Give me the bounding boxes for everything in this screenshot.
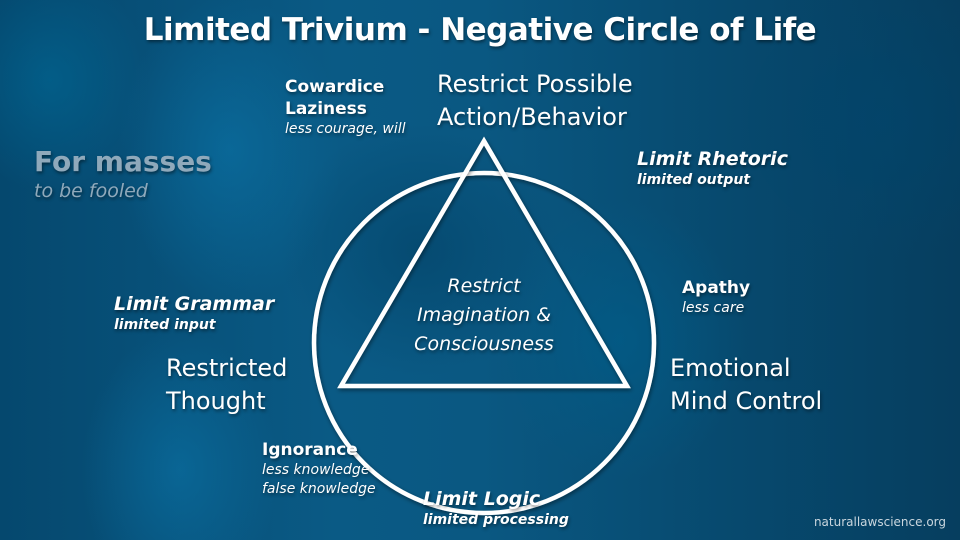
grammar-group: Limit Grammar limited input [114, 292, 274, 335]
right-vice-group: Apathy less care [682, 277, 750, 318]
center-line-2: Imagination & [416, 304, 552, 326]
vice-note-false-knowledge: false knowledge [262, 481, 376, 497]
rhetoric-note: limited output [637, 172, 751, 188]
page-title: Limited Trivium - Negative Circle of Lif… [143, 12, 817, 48]
right-vertex-line-2: Mind Control [670, 387, 823, 415]
top-vertex-line-1: Restrict Possible [437, 70, 633, 98]
vice-apathy: Apathy [682, 278, 751, 298]
left-vertex-line-1: Restricted [166, 354, 288, 382]
vice-cowardice: Cowardice [285, 77, 385, 97]
inner-triangle [337, 136, 631, 389]
rhetoric-group: Limit Rhetoric limited output [637, 147, 788, 190]
vice-laziness: Laziness [285, 99, 367, 119]
side-note: For masses to be fooled [34, 145, 212, 203]
vice-note-care: less care [682, 300, 745, 316]
center-line-1: Restrict [447, 275, 521, 297]
site-credit: naturallawscience.org [813, 515, 946, 529]
side-note-subheading: to be fooled [34, 180, 148, 202]
vice-note-courage: less courage, will [285, 121, 406, 137]
grammar-label: Limit Grammar [114, 293, 275, 315]
logic-note: limited processing [423, 512, 569, 528]
top-vertex-line-2: Action/Behavior [437, 103, 627, 131]
vice-note-less-knowledge: less knowledge [262, 462, 370, 478]
logic-label: Limit Logic [423, 488, 541, 510]
left-vice-group: Ignorance less knowledge false knowledge [262, 439, 376, 499]
right-vertex-line-1: Emotional [670, 354, 791, 382]
top-vice-group: Cowardice Laziness less courage, will [285, 76, 406, 139]
side-note-heading: For masses [34, 145, 212, 178]
left-vertex-line-2: Thought [166, 387, 266, 415]
left-vertex-label: Restricted Thought [166, 352, 287, 418]
top-vertex-label: Restrict Possible Action/Behavior [437, 68, 633, 134]
vice-ignorance: Ignorance [262, 440, 358, 460]
outer-circle [311, 170, 657, 516]
grammar-note: limited input [114, 317, 216, 333]
center-line-3: Consciousness [414, 333, 554, 355]
logic-group: Limit Logic limited processing [423, 487, 569, 530]
right-vertex-label: Emotional Mind Control [670, 352, 822, 418]
rhetoric-label: Limit Rhetoric [637, 148, 788, 170]
center-label: Restrict Imagination & Consciousness [384, 272, 584, 359]
